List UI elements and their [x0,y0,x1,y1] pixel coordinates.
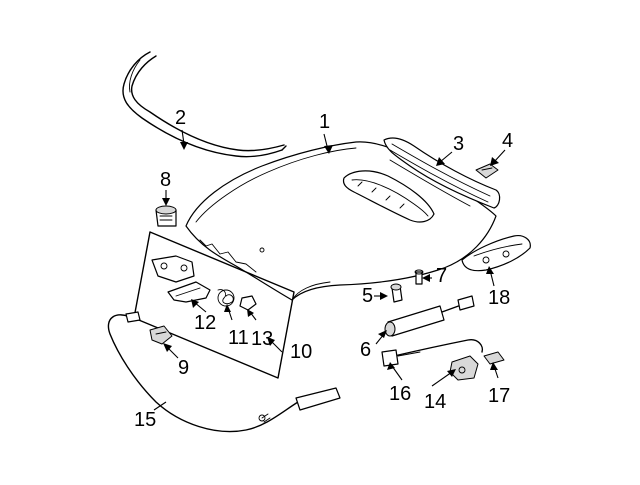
callout-4: 4 [502,130,514,152]
callout-11: 11 [228,327,249,349]
callout-2: 2 [175,107,187,129]
callout-17: 17 [488,385,511,407]
callout-18: 18 [488,287,511,309]
callout-7: 7 [436,265,448,287]
callout-13: 13 [251,328,274,350]
part-16-cable [381,338,484,367]
part-5-bolt [390,283,403,303]
part-15-release-cable [107,311,341,433]
part-7-stud [414,269,424,285]
part-17-clip [483,351,505,365]
part-2-hood-seal [122,51,287,158]
part-14-latch [449,355,479,381]
part-3-trim-strip [383,137,501,209]
callout-15: 15 [134,409,157,431]
callout-6: 6 [360,339,372,361]
part-18-bracket [461,235,531,272]
callout-12: 12 [194,312,217,334]
part-4-clip [475,163,499,179]
arrowheads [162,142,499,377]
callout-1: 1 [319,111,331,133]
callout-3: 3 [453,133,465,155]
callout-9: 9 [178,357,190,379]
callout-10: 10 [290,341,313,363]
part-9-latch-bracket [149,325,173,345]
part-8-bumper [155,205,177,227]
part-1-hood [185,141,497,301]
callout-5: 5 [362,285,374,307]
callout-14: 14 [424,391,447,413]
callout-8: 8 [160,169,172,191]
callout-16: 16 [389,383,412,405]
part-6-gas-strut [384,295,475,337]
part-10-hardware-panel [133,231,295,379]
